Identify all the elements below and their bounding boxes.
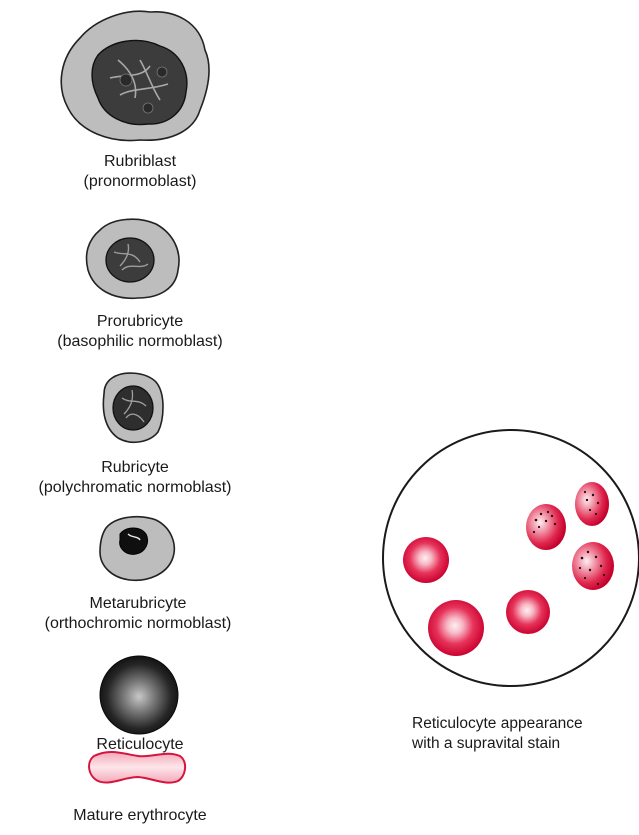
metarubricyte-label: Metarubricyte (orthochromic normoblast) [4,594,272,634]
stained-reticulocyte-3 [572,542,614,590]
reticulocyte-cell [100,656,178,734]
mature-rbc-1 [403,537,449,583]
stained-reticulocyte-1 [526,504,566,550]
supravital-inset [383,430,639,686]
inset-caption: Reticulocyte appearance with a supravita… [412,714,639,754]
prorubricyte-label: Prorubricyte (basophilic normoblast) [10,312,270,352]
rubriblast-cell [61,11,209,140]
metarubricyte-cell [100,517,174,581]
inset-caption-line2: with a supravital stain [412,734,639,754]
mature-rbc-3 [506,590,550,634]
reticulocyte-label: Reticulocyte [40,735,240,755]
rubricyte-name: Rubricyte [4,458,266,478]
mature-erythrocyte-label: Mature erythrocyte [30,806,250,826]
prorubricyte-name: Prorubricyte [10,312,270,332]
mature-erythrocyte-cell [89,752,185,783]
rubricyte-alt-name: (polychromatic normoblast) [4,478,266,498]
rubriblast-name: Rubriblast [40,152,240,172]
rubricyte-cell [103,373,163,442]
stained-reticulocyte-2 [575,482,609,526]
metarubricyte-alt-name: (orthochromic normoblast) [4,614,272,634]
inset-caption-line1: Reticulocyte appearance [412,714,639,734]
mature-rbc-2 [428,600,484,656]
prorubricyte-cell [87,219,180,298]
rubriblast-label: Rubriblast (pronormoblast) [40,152,240,192]
rubriblast-alt-name: (pronormoblast) [40,172,240,192]
reticulocyte-name: Reticulocyte [40,735,240,755]
prorubricyte-alt-name: (basophilic normoblast) [10,332,270,352]
mature-erythrocyte-name: Mature erythrocyte [30,806,250,826]
metarubricyte-name: Metarubricyte [4,594,272,614]
rubricyte-label: Rubricyte (polychromatic normoblast) [4,458,266,498]
